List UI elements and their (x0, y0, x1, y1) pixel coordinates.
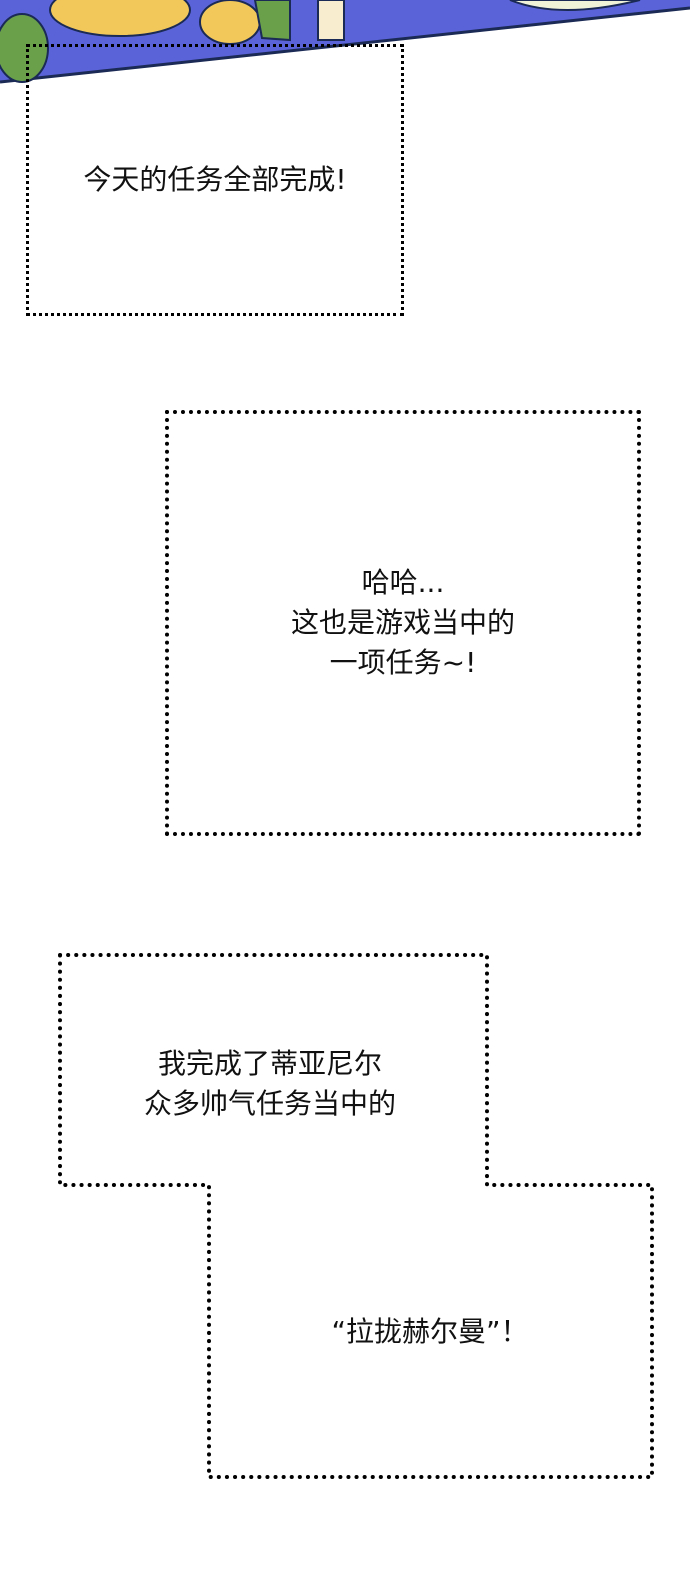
caption-line: 这也是游戏当中的 (290, 606, 515, 639)
leaf-shape (0, 13, 49, 83)
caption-box-3-top: 我完成了蒂亚尼尔 众多帅气任务当中的 (60, 1044, 480, 1124)
caption-box-1: 今天的任务全部完成! (26, 44, 404, 316)
caption-line: 众多帅气任务当中的 (143, 1087, 396, 1120)
caption-line: 我完成了蒂亚尼尔 (157, 1047, 382, 1080)
caption-line: 哈哈... (361, 566, 445, 599)
flower-shape (509, 0, 641, 11)
caption-box-3-bottom: “拉拢赫尔曼”！ (210, 1312, 650, 1352)
caption-line: “拉拢赫尔曼”！ (331, 1315, 529, 1348)
leaf-shape (253, 0, 291, 42)
figure-shape (317, 0, 345, 41)
caption-line: 一项任务~! (329, 646, 477, 679)
flower-shape (49, 0, 191, 37)
illustration-panel-top (0, 0, 690, 84)
caption-box-2: 哈哈... 这也是游戏当中的 一项任务~! (165, 410, 641, 836)
caption-line: 今天的任务全部完成! (83, 163, 347, 196)
